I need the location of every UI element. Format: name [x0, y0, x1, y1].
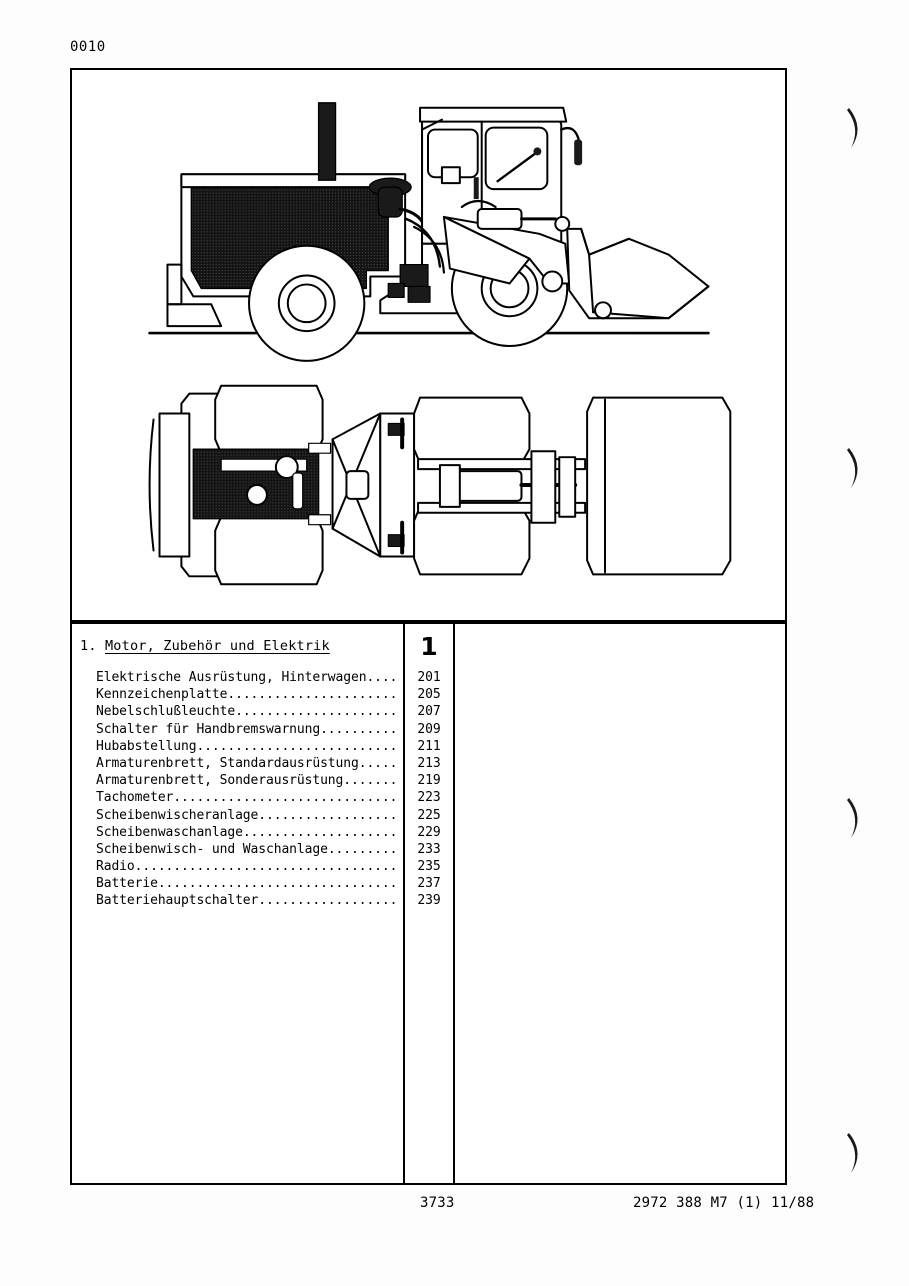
- toc-dot-leader: ..........................: [258, 807, 396, 823]
- toc-entry-label: Scheibenwaschanlage: [96, 824, 243, 840]
- toc-entry-page-number[interactable]: 201: [417, 670, 441, 685]
- section-number: 1.: [80, 638, 97, 654]
- toc-entry-page-number[interactable]: 211: [417, 738, 441, 754]
- toc-entry[interactable]: Kennzeichenplatte.......................…: [96, 687, 396, 704]
- toc-dot-leader: .................: [327, 841, 396, 857]
- toc-entry[interactable]: Hubabstellung...........................…: [96, 739, 396, 756]
- binder-punch-mark-icon: [843, 794, 869, 842]
- section-heading: 1. Motor, Zubehör und Elektrik: [80, 638, 330, 654]
- toc-entry[interactable]: Armaturenbrett, Standardausrüstung......…: [96, 756, 396, 773]
- toc-dot-leader: .............: [358, 755, 396, 771]
- toc-entry[interactable]: Batteriehauptschalter...................…: [96, 893, 396, 910]
- toc-entry[interactable]: Tachometer..............................…: [96, 790, 396, 807]
- binder-punch-mark-icon: [843, 444, 869, 492]
- toc-entry-label: Scheibenwischeranlage: [96, 807, 259, 823]
- toc-entry-label: Armaturenbrett, Sonderausrüstung: [96, 773, 344, 789]
- toc-entry[interactable]: Nebelschlußleuchte......................…: [96, 704, 396, 721]
- toc-entry-page-number[interactable]: 213: [417, 755, 441, 771]
- top-view-group: [148, 384, 732, 586]
- section-name: Motor, Zubehör und Elektrik: [104, 638, 330, 654]
- toc-entry-label: Batteriehauptschalter: [96, 893, 259, 909]
- toc-dot-leader: .............................: [235, 704, 396, 720]
- toc-entry-label: Nebelschlußleuchte: [96, 704, 236, 720]
- toc-entry-label: Schalter für Handbremswarnung: [96, 721, 321, 737]
- toc-entry-label: Kennzeichenplatte: [96, 687, 228, 703]
- toc-dot-leader: ..............................: [227, 687, 396, 703]
- toc-entries-column: 1. Motor, Zubehör und Elektrik Elektrisc…: [72, 624, 405, 1183]
- toc-dot-leader: ............: [366, 670, 396, 685]
- toc-dot-leader: ..................................: [196, 738, 396, 754]
- footer-drawing-number: 3733: [420, 1195, 455, 1211]
- toc-entry[interactable]: Scheibenwischeranlage...................…: [96, 808, 396, 825]
- toc-entry-page-number[interactable]: 205: [417, 687, 441, 703]
- illustration-frame: [70, 68, 787, 622]
- toc-dot-leader: ........................................…: [134, 859, 396, 875]
- toc-entry-label: Elektrische Ausrüstung, Hinterwagen: [96, 670, 367, 685]
- toc-entry-label: Hubabstellung: [96, 738, 197, 754]
- toc-entry-label: Batterie: [96, 876, 158, 892]
- toc-entry-page-number[interactable]: 219: [417, 773, 441, 789]
- toc-entry-page-number[interactable]: 229: [417, 824, 441, 840]
- toc-entry[interactable]: Scheibenwisch- und Waschanlage..........…: [96, 842, 396, 859]
- chapter-tab-number: 1: [420, 632, 438, 661]
- toc-dot-leader: ...............: [343, 773, 396, 789]
- binder-punch-mark-icon: [843, 1129, 869, 1177]
- side-view-group: [148, 102, 710, 362]
- toc-entry[interactable]: Armaturenbrett, Sonderausrüstung........…: [96, 773, 396, 790]
- toc-entry-label: Scheibenwisch- und Waschanlage: [96, 841, 328, 857]
- toc-entry-page-number[interactable]: 235: [417, 859, 441, 875]
- toc-entry-page-number[interactable]: 237: [417, 876, 441, 892]
- toc-entry-page-number[interactable]: 225: [417, 807, 441, 823]
- toc-entry[interactable]: Scheibenwaschanlage.....................…: [96, 825, 396, 842]
- toc-blank-column: [455, 624, 785, 1183]
- toc-dot-leader: .....................................: [173, 790, 396, 806]
- toc-dot-leader: .......................................: [157, 876, 396, 892]
- toc-entry-page-number[interactable]: 223: [417, 790, 441, 806]
- table-of-contents-frame: 1. Motor, Zubehör und Elektrik Elektrisc…: [70, 622, 787, 1185]
- toc-entry-label: Radio: [96, 859, 135, 875]
- toc-entry-list: Elektrische Ausrüstung, Hinterwagen.....…: [96, 670, 396, 911]
- toc-entry[interactable]: Elektrische Ausrüstung, Hinterwagen.....…: [96, 670, 396, 687]
- toc-entry[interactable]: Radio...................................…: [96, 859, 396, 876]
- toc-entry[interactable]: Batterie................................…: [96, 876, 396, 893]
- wheel-loader-technical-drawing: [148, 102, 732, 586]
- page-id: 0010: [70, 39, 106, 55]
- toc-entry-page-number[interactable]: 207: [417, 704, 441, 720]
- toc-entry-page-number[interactable]: 233: [417, 841, 441, 857]
- toc-entry-page-number[interactable]: 209: [417, 721, 441, 737]
- toc-entry-page-number[interactable]: 239: [417, 893, 441, 909]
- footer-publication-code: 2972 388 M7 (1) 11/88: [633, 1195, 815, 1211]
- toc-dot-leader: ............................: [242, 824, 396, 840]
- toc-entry-label: Armaturenbrett, Standardausrüstung: [96, 755, 359, 771]
- toc-dot-leader: ..........................: [258, 893, 396, 909]
- binder-punch-mark-icon: [843, 104, 869, 152]
- toc-dot-leader: ..................: [320, 721, 396, 737]
- toc-entry[interactable]: Schalter für Handbremswarnung...........…: [96, 722, 396, 739]
- toc-entry-label: Tachometer: [96, 790, 174, 806]
